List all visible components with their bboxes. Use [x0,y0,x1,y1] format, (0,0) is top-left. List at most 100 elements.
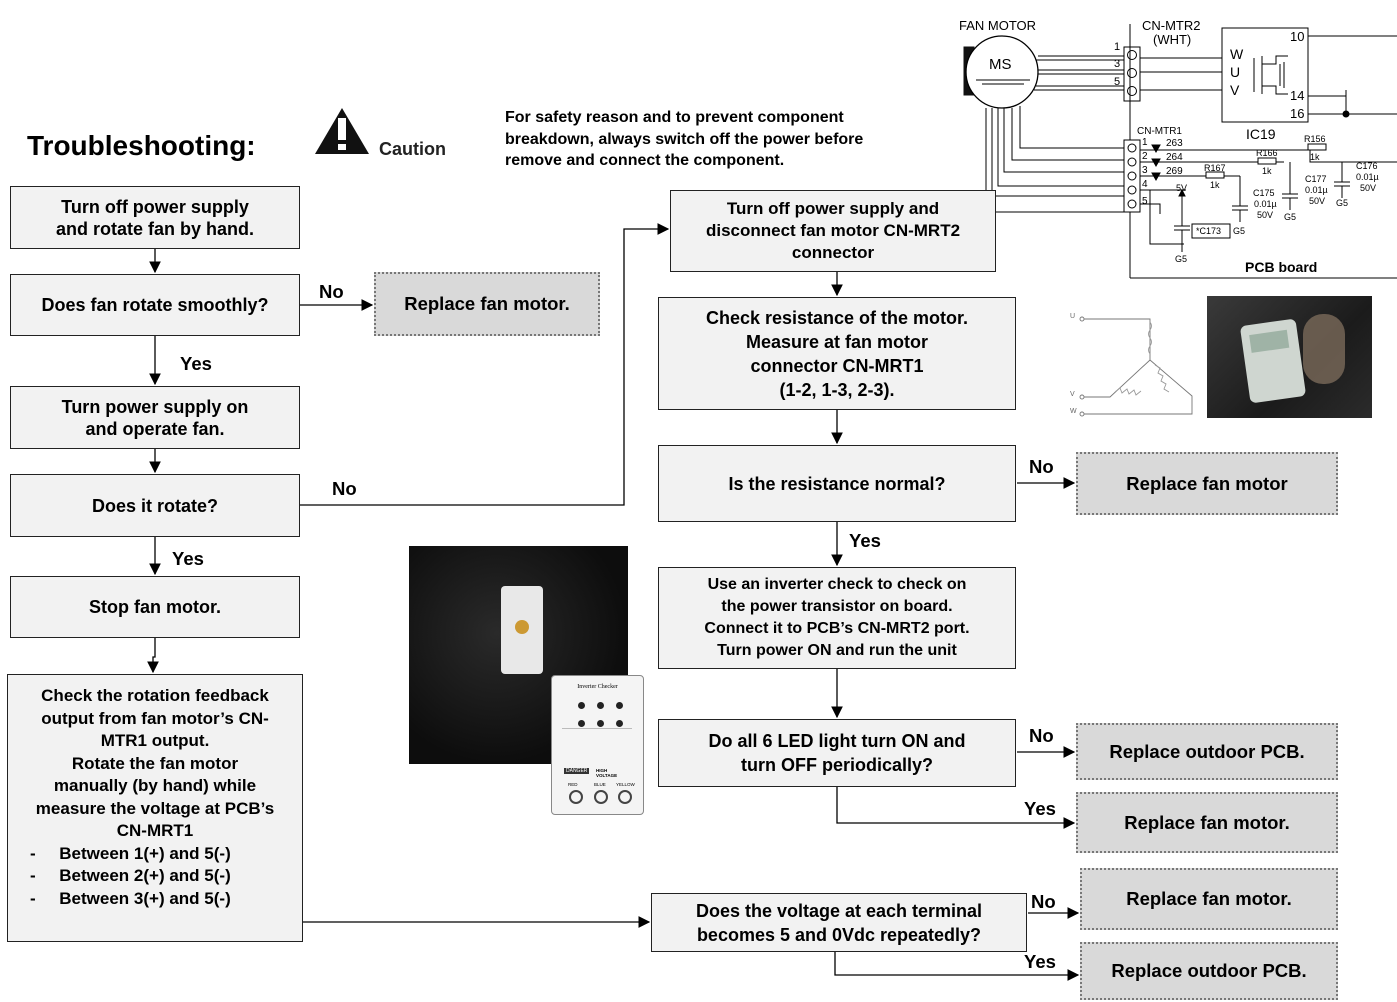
checker-terminal-label: RED [568,782,578,787]
label-wht: (WHT) [1153,32,1192,47]
arrow-q2-stepA [299,223,670,506]
label-winding-w: W [1070,408,1077,415]
label-winding-v: V [1070,391,1075,398]
checker-terminal-label: BLUE [594,782,606,787]
label-c177-rating: 50V [1309,196,1326,206]
arrow-qC-yes [836,787,1076,829]
step-stop-fan-motor: Stop fan motor. [10,576,300,638]
label-r167-value: 1k [1210,180,1220,190]
pin-label: 4 [1142,179,1148,190]
step-check-feedback-text: Check the rotation feedback output from … [35,686,275,840]
label-q1-no: No [319,281,344,302]
label-qD-yes: Yes [1024,951,1056,972]
label-r156: R156 [1304,134,1326,144]
question-does-it-rotate: Does it rotate? [10,474,300,537]
label-ms: MS [989,56,1012,73]
arrow-qD-yes [834,952,1080,981]
pin-label: 1 [1142,137,1148,148]
label-c175-rating: 50V [1257,210,1274,220]
motor-symbol [965,35,1039,109]
net-label: 263 [1166,138,1183,149]
ic-pin-label: 16 [1290,106,1305,121]
winding-diagram [1079,316,1193,417]
pin-label: 5 [1114,76,1121,88]
replace-fan-motor-3: Replace fan motor. [1076,792,1338,853]
step-power-on: Turn power supply on and operate fan. [10,386,300,449]
label-c176-value: 0.01µ [1356,172,1379,182]
label-qC-no: No [1029,725,1054,746]
replace-outdoor-pcb-2: Replace outdoor PCB. [1080,942,1338,1000]
label-u: U [1230,64,1241,80]
label-c175: C175 [1253,188,1275,198]
feedback-item: - Between 3(+) and 5(-) [30,888,231,908]
label-g5: G5 [1175,254,1188,264]
step-disconnect-cn-mrt2: Turn off power supply and disconnect fan… [670,190,996,272]
pin-label: 5 [1142,196,1148,207]
label-c177-value: 0.01µ [1305,185,1328,195]
label-fan-motor: FAN MOTOR [959,18,1037,33]
safety-note: For safety reason and to prevent compone… [505,109,864,169]
pin-label: 2 [1142,151,1148,162]
arrow-step3-step4 [147,638,159,674]
label-v: V [1230,82,1240,98]
label-c177: C177 [1305,174,1327,184]
label-ic19: IC19 [1246,126,1276,142]
net-label: 269 [1166,166,1183,177]
feedback-item: - Between 2(+) and 5(-) [30,866,231,885]
label-pcb-board: PCB board [1245,259,1318,275]
multimeter-shape [1239,318,1307,404]
label-g5: G5 [1233,226,1246,236]
label-qD-no: No [1031,891,1056,912]
label-qB-yes: Yes [849,530,881,551]
photo-multimeter-measurement [1207,296,1372,418]
label-cn-mtr1: CN-MTR1 [1137,126,1182,137]
step-turn-off-rotate: Turn off power supply and rotate fan by … [10,186,300,249]
label-q2-yes: Yes [172,548,204,569]
label-qB-no: No [1029,456,1054,477]
label-c176-rating: 50V [1360,183,1377,193]
fan-motor-schematic [963,24,1397,279]
checker-danger-label: DANGER [564,768,590,774]
label-cn-mtr2: CN-MTR2 [1142,18,1201,33]
replace-fan-motor-2: Replace fan motor [1076,452,1338,515]
step-inverter-check: Use an inverter check to check on the po… [658,567,1016,669]
step-check-feedback: Check the rotation feedback output from … [7,674,303,942]
label-winding-u: U [1070,313,1076,320]
checker-high-voltage: HIGH VOLTAGE [596,768,618,778]
label-qC-yes: Yes [1024,798,1056,819]
pin-label: 3 [1142,165,1148,176]
inverter-checker-device: Inverter Checker DANGER HIGH VOLTAGE RED… [551,675,644,815]
question-voltage-5-0: Does the voltage at each terminal become… [651,893,1027,952]
ic-pin-label: 10 [1290,29,1305,44]
checker-terminal-label: YELLOW [616,782,635,787]
label-q2-no: No [332,478,357,499]
label-5v: 5V [1176,183,1188,193]
label-g5: G5 [1336,198,1349,208]
question-resistance-normal: Is the resistance normal? [658,445,1016,522]
replace-fan-motor-4: Replace fan motor. [1080,868,1338,930]
label-w: W [1230,46,1244,62]
label-q1-yes: Yes [180,353,212,374]
ic-pin-label: 14 [1290,88,1305,103]
label-c175-value: 0.01µ [1254,199,1277,209]
checker-title: Inverter Checker [577,684,618,690]
net-label: 264 [1166,152,1183,163]
question-rotate-smoothly: Does fan rotate smoothly? [10,274,300,336]
question-led-periodic: Do all 6 LED light turn ON and turn OFF … [658,719,1016,787]
pin-label: 1 [1114,41,1121,53]
label-r167: R167 [1204,163,1226,173]
label-r166: R166 [1256,148,1278,158]
label-r166-value: 1k [1262,166,1272,176]
step-check-resistance: Check resistance of the motor. Measure a… [658,297,1016,410]
feedback-item: - Between 1(+) and 5(-) [30,843,231,863]
replace-outdoor-pcb-1: Replace outdoor PCB. [1076,723,1338,780]
label-c176: C176 [1356,161,1378,171]
page-title: Troubleshooting: [27,130,256,161]
caution-icon [315,108,369,154]
replace-fan-motor-1: Replace fan motor. [374,272,600,336]
label-r156-value: 1k [1310,152,1320,162]
caution-label: Caution [379,139,446,159]
label-c173: *C173 [1196,226,1222,236]
label-g5: G5 [1284,212,1297,222]
pin-label: 3 [1114,58,1121,70]
